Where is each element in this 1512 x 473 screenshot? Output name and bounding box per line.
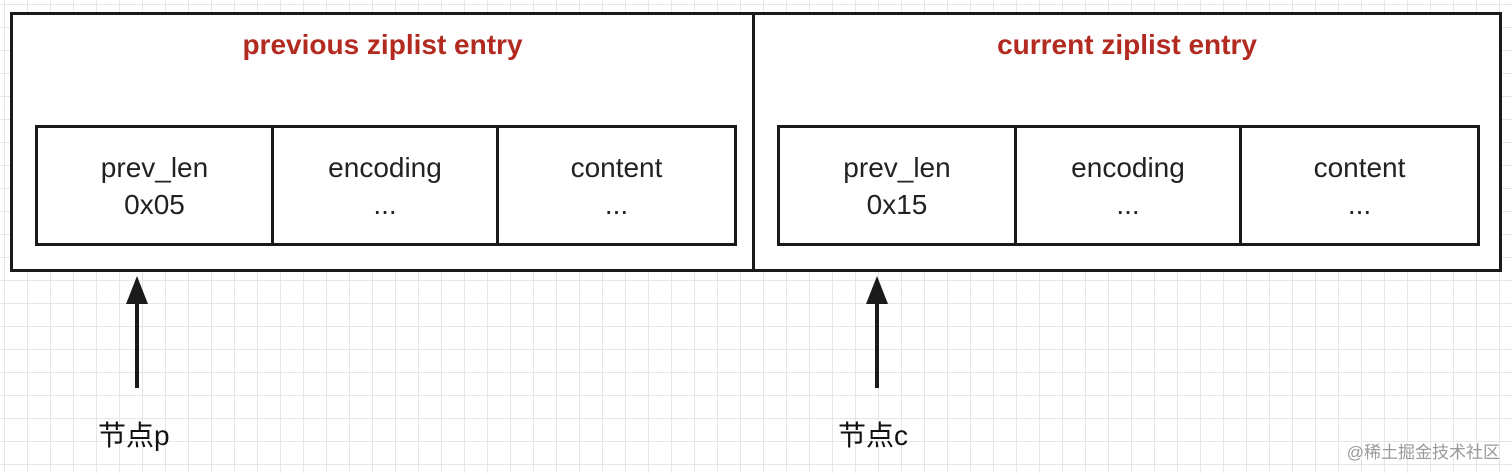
curr-field-content: content ... bbox=[1242, 128, 1477, 243]
field-name: encoding bbox=[1071, 151, 1185, 183]
pointer-c-arrow bbox=[866, 276, 888, 388]
prev-field-encoding: encoding ... bbox=[274, 128, 499, 243]
field-value: ... bbox=[373, 188, 397, 220]
field-value: 0x05 bbox=[124, 188, 185, 220]
prev-field-content: content ... bbox=[499, 128, 734, 243]
node-p-label: 节点p bbox=[98, 420, 170, 451]
current-entry-fields: prev_len 0x15 encoding ... content ... bbox=[777, 125, 1480, 246]
node-c-label: 节点c bbox=[838, 420, 909, 451]
current-entry-title: current ziplist entry bbox=[997, 29, 1257, 60]
prev-field-prev-len: prev_len 0x05 bbox=[38, 128, 274, 243]
field-value: ... bbox=[604, 188, 629, 220]
previous-entry-fields: prev_len 0x05 encoding ... content ... bbox=[35, 125, 737, 246]
field-value: ... bbox=[1347, 188, 1372, 220]
field-value: ... bbox=[1116, 188, 1140, 220]
previous-entry-title: previous ziplist entry bbox=[242, 29, 523, 60]
field-name: content bbox=[1313, 151, 1406, 183]
field-name: prev_len bbox=[100, 151, 209, 183]
pointer-p-arrow bbox=[126, 276, 148, 388]
watermark: @稀土掘金技术社区 bbox=[1346, 443, 1500, 462]
field-value: 0x15 bbox=[866, 188, 928, 220]
curr-field-prev-len: prev_len 0x15 bbox=[780, 128, 1017, 243]
field-name: prev_len bbox=[843, 151, 951, 183]
curr-field-encoding: encoding ... bbox=[1017, 128, 1242, 243]
field-name: content bbox=[570, 151, 663, 183]
field-name: encoding bbox=[328, 151, 442, 183]
